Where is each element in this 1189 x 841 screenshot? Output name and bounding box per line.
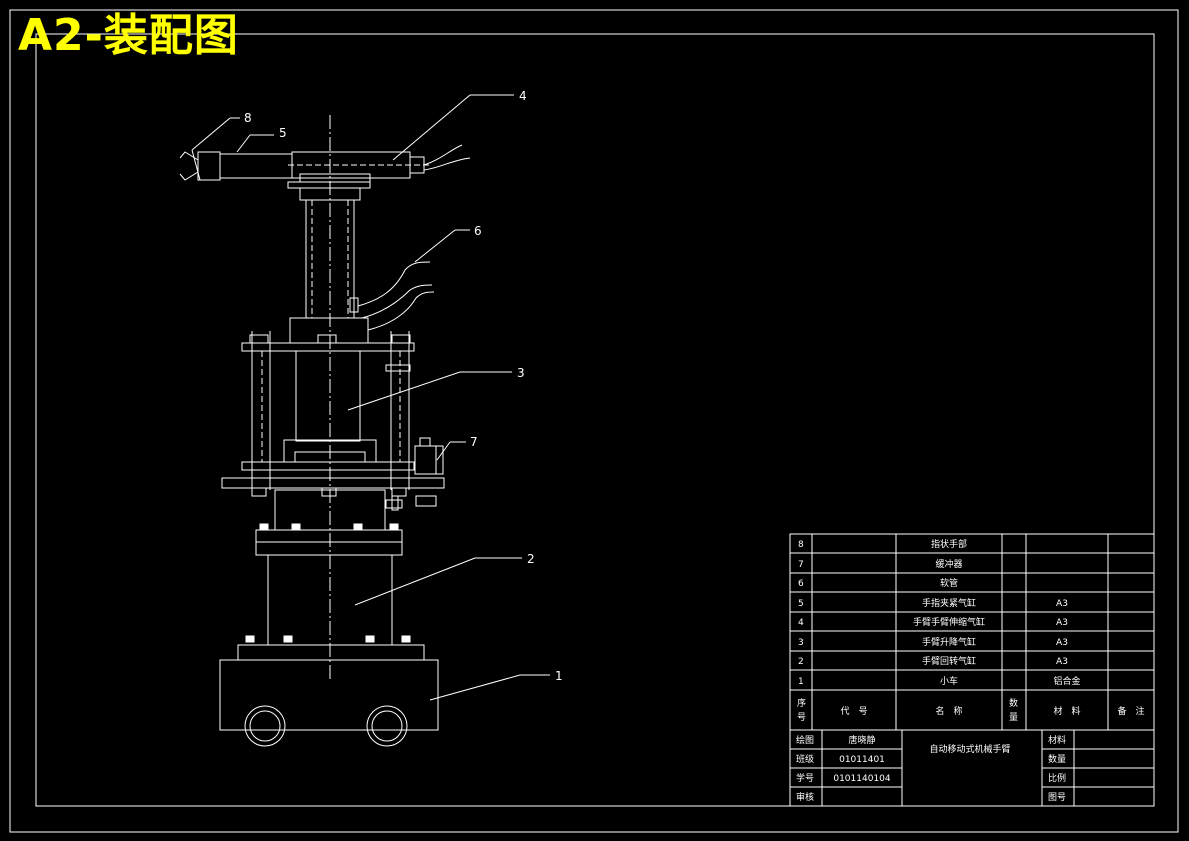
parts-header: 序 号 代 号 名 称 数 量 材 料 备 注	[797, 697, 1145, 723]
parts-rows: 8 指状手部 7 缓冲器 6 软管 5 手指夹紧气缸 A3 4 手臂手臂伸缩气缸…	[798, 538, 1081, 687]
id-label: 学号	[796, 772, 814, 784]
balloon-7: 7	[470, 435, 478, 449]
class-label: 班级	[796, 753, 814, 765]
header-qty-2: 量	[1009, 712, 1018, 723]
draw-value: 唐晓静	[848, 734, 875, 746]
inner-border	[35, 33, 1155, 807]
balloon-3: 3	[517, 366, 525, 380]
part-name: 缓冲器	[935, 558, 962, 570]
header-seq-2: 号	[797, 712, 806, 723]
part-material: A3	[1056, 638, 1068, 648]
part-material: A3	[1056, 618, 1068, 628]
balloon-6: 6	[474, 224, 482, 238]
title-block	[789, 729, 1155, 807]
part-no: 8	[798, 540, 804, 550]
material-label: 材料	[1048, 734, 1066, 746]
parts-row: 7 缓冲器	[798, 558, 963, 570]
part-no: 5	[798, 599, 804, 609]
parts-row: 3 手臂升降气缸 A3	[798, 636, 1068, 648]
parts-row: 4 手臂手臂伸缩气缸 A3	[798, 616, 1068, 628]
part-no: 1	[798, 677, 804, 687]
part-no: 2	[798, 657, 804, 667]
part-name: 小车	[940, 675, 958, 687]
parts-row: 8 指状手部	[798, 538, 967, 550]
design-name: 自动移动式机械手臂	[929, 743, 1010, 755]
parts-row: 2 手臂回转气缸 A3	[798, 655, 1068, 667]
balloon-labels: 1 2 3 4 5 6 7 8	[244, 89, 563, 683]
parts-row: 1 小车 铝合金	[798, 675, 1081, 687]
part-no: 3	[798, 638, 804, 648]
part-no: 7	[798, 560, 804, 570]
balloon-5: 5	[279, 126, 287, 140]
id-value: 0101140104	[833, 774, 891, 784]
part-no: 4	[798, 618, 804, 628]
parts-row: 6 软管	[798, 577, 958, 589]
outer-border	[9, 9, 1179, 833]
balloon-8: 8	[244, 111, 252, 125]
part-name: 手臂升降气缸	[922, 636, 976, 648]
balloon-2: 2	[527, 552, 535, 566]
part-no: 6	[798, 579, 804, 589]
part-name: 手臂回转气缸	[922, 655, 976, 667]
part-material: A3	[1056, 657, 1068, 667]
part-material: 铝合金	[1053, 675, 1080, 687]
part-name: 指状手部	[931, 538, 967, 550]
parts-row: 5 手指夹紧气缸 A3	[798, 597, 1068, 609]
part-name: 软管	[940, 577, 958, 589]
drawing-no-label: 图号	[1048, 792, 1066, 803]
draw-label: 绘图	[796, 734, 814, 746]
part-material: A3	[1056, 599, 1068, 609]
class-value: 01011401	[839, 755, 885, 765]
part-name: 手指夹紧气缸	[922, 597, 976, 609]
qty-label: 数量	[1048, 753, 1066, 765]
header-material: 材 料	[1053, 705, 1080, 717]
machine-drawing	[179, 115, 471, 747]
header-seq-1: 序	[797, 697, 806, 709]
parts-list	[789, 533, 1155, 731]
header-qty-1: 数	[1009, 697, 1018, 709]
header-remark: 备 注	[1117, 705, 1144, 717]
balloon-1: 1	[555, 669, 563, 683]
balloon-4: 4	[519, 89, 527, 103]
title-block-text: 绘图 唐晓静 班级 01011401 学号 0101140104 审核 自动移动…	[796, 734, 1066, 803]
leader-lines	[191, 94, 550, 701]
review-label: 审核	[796, 791, 814, 803]
scale-label: 比例	[1048, 772, 1066, 784]
part-name: 手臂手臂伸缩气缸	[913, 616, 985, 628]
header-code: 代 号	[840, 706, 867, 717]
header-name: 名 称	[935, 705, 962, 717]
sheet-title: A2-装配图	[18, 10, 239, 61]
